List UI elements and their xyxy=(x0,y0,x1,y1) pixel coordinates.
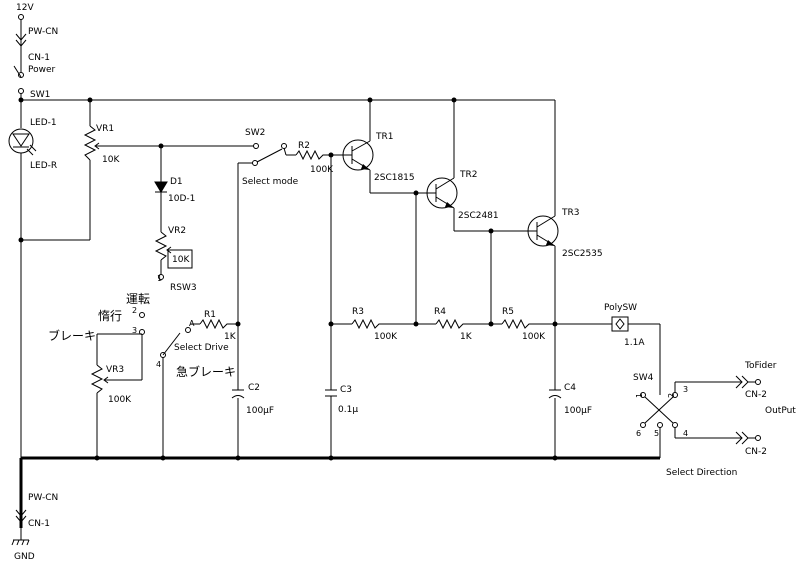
label-vr3-value: 100K xyxy=(108,395,132,405)
label-tr2: TR2 xyxy=(459,170,477,180)
capacitor-c3 xyxy=(325,389,337,397)
label-sw2: SW2 xyxy=(245,128,265,138)
power-switch-sw1 xyxy=(13,50,24,100)
label-r5-value: 100K xyxy=(522,332,546,342)
output-connector-cn2 xyxy=(735,431,761,445)
label-c2: C2 xyxy=(248,383,260,393)
label-tr3-part: 2SC2535 xyxy=(562,249,603,259)
power-input-connector xyxy=(15,14,27,50)
label-rsw3-pin1: 1 xyxy=(157,274,162,283)
label-select-mode: Select mode xyxy=(242,177,299,187)
label-pw-cn-top: PW-CN xyxy=(28,27,58,37)
label-dakou: 惰行 xyxy=(98,309,122,323)
label-polysw-value: 1.1A xyxy=(624,338,645,348)
transistor-tr3 xyxy=(527,215,559,247)
resistor-r3 xyxy=(351,318,416,330)
resistor-r5 xyxy=(501,318,555,330)
rotary-switch-rsw3 xyxy=(139,312,191,358)
label-r2-value: 100K xyxy=(310,165,334,175)
label-r4: R4 xyxy=(434,307,446,317)
label-r1: R1 xyxy=(204,310,216,320)
label-r1-value: 1K xyxy=(224,332,237,342)
direction-switch-sw4 xyxy=(640,392,678,428)
label-sw4-pin5: 5 xyxy=(654,429,659,438)
label-sw4-pin2: 2 xyxy=(667,393,676,398)
resistor-r2 xyxy=(295,149,345,161)
label-power: Power xyxy=(28,65,56,75)
label-select-direction: Select Direction xyxy=(666,468,737,478)
label-polysw: PolySW xyxy=(604,303,637,313)
label-rsw3-pin4: 4 xyxy=(156,360,161,369)
label-sw4: SW4 xyxy=(633,373,654,383)
label-tr1-part: 2SC1815 xyxy=(374,173,415,183)
resistor-r4 xyxy=(435,318,491,330)
label-r3: R3 xyxy=(352,307,364,317)
label-c4: C4 xyxy=(564,383,576,393)
transistor-tr2 xyxy=(426,177,458,209)
label-vr3: VR3 xyxy=(106,365,124,375)
label-tr3: TR3 xyxy=(561,208,579,218)
label-unten: 運転 xyxy=(126,292,150,306)
label-vr1-value: 10K xyxy=(102,155,120,165)
label-12v: 12V xyxy=(16,3,34,13)
label-cn2-bottom: CN-2 xyxy=(745,447,767,457)
resistor-r1 xyxy=(199,318,238,330)
label-led1: LED-1 xyxy=(30,118,57,128)
label-d1: D1 xyxy=(170,177,183,187)
capacitor-c2 xyxy=(231,389,245,399)
label-rsw3-pin3: 3 xyxy=(132,326,137,335)
led-1 xyxy=(8,128,37,156)
label-r4-value: 1K xyxy=(460,332,473,342)
label-r3-value: 100K xyxy=(374,332,398,342)
label-r5: R5 xyxy=(502,307,514,317)
label-c4-value: 100μF xyxy=(564,406,592,416)
label-kyu-brake: 急ブレーキ xyxy=(176,364,236,379)
label-gnd: GND xyxy=(14,552,35,562)
label-led-r: LED-R xyxy=(30,161,57,171)
label-cn1-bottom: CN-1 xyxy=(28,519,50,529)
label-sw1: SW1 xyxy=(30,90,50,100)
label-sw4-pin1: 1 xyxy=(635,393,644,398)
label-r2: R2 xyxy=(298,141,310,151)
label-c3: C3 xyxy=(340,385,352,395)
label-c2-value: 100μF xyxy=(246,406,274,416)
vr1-potentiometer xyxy=(83,125,104,161)
ground-connector xyxy=(11,509,30,546)
output-connector-tofider xyxy=(735,375,761,389)
label-vr2: VR2 xyxy=(168,226,186,236)
diode-d1 xyxy=(154,181,168,193)
label-brake: ブレーキ xyxy=(48,328,96,343)
capacitor-c4 xyxy=(548,389,562,399)
label-vr2-value: 10K xyxy=(172,255,190,265)
label-c3-value: 0.1μ xyxy=(338,405,358,415)
label-rsw3-pin2: 2 xyxy=(132,306,137,315)
label-sw4-pin3: 3 xyxy=(683,385,688,394)
transistor-tr1 xyxy=(342,139,374,171)
vr2-potentiometer xyxy=(154,231,193,269)
label-tofider: ToFider xyxy=(744,361,777,371)
label-select-drive: Select Drive xyxy=(174,343,229,353)
label-rsw3-pin-a: A xyxy=(189,319,195,328)
vr3-potentiometer xyxy=(90,364,142,394)
polyswitch-fuse xyxy=(611,316,629,332)
label-sw4-pin4: 4 xyxy=(683,429,688,438)
label-cn2-top: CN-2 xyxy=(745,390,767,400)
label-tr2-part: 2SC2481 xyxy=(458,211,499,221)
label-output: OutPut xyxy=(765,406,796,416)
label-cn1-top: CN-1 xyxy=(28,53,50,63)
label-d1-value: 10D-1 xyxy=(168,194,195,204)
label-rsw3: RSW3 xyxy=(170,283,197,293)
label-tr1: TR1 xyxy=(375,132,393,142)
label-sw4-pin6: 6 xyxy=(636,429,641,438)
label-vr1: VR1 xyxy=(96,124,114,134)
label-pw-cn-bottom: PW-CN xyxy=(28,493,58,503)
